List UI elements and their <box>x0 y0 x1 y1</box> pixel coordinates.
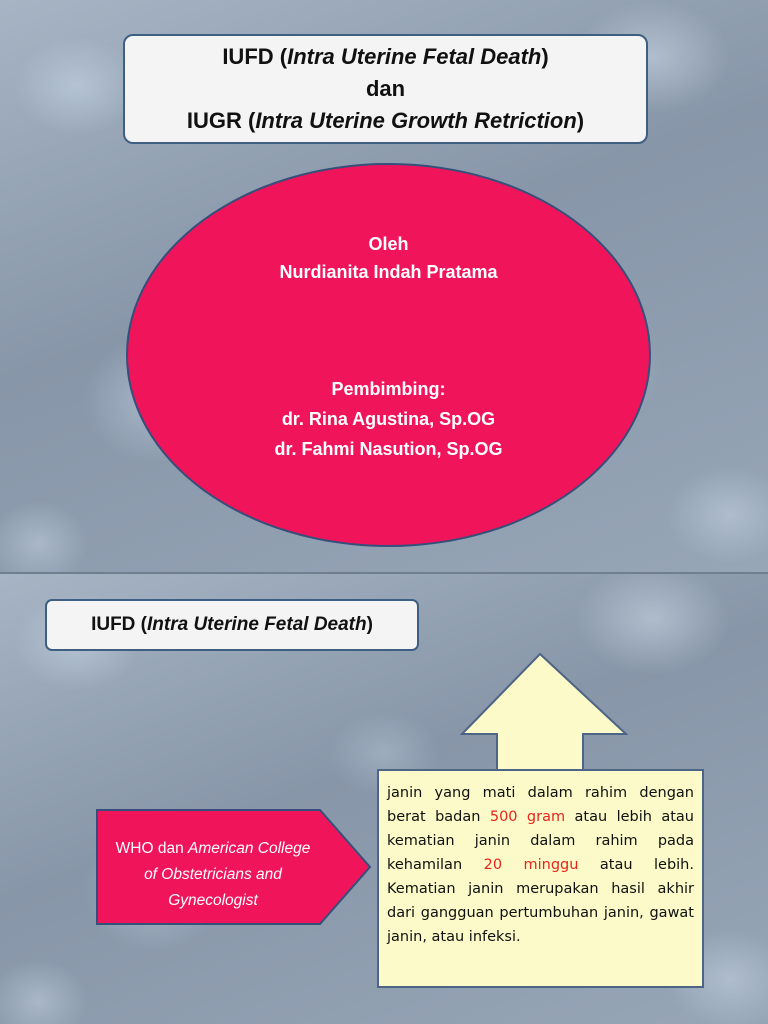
up-arrow-shape <box>460 652 628 777</box>
oleh-label: Oleh <box>368 234 409 254</box>
highlight-weeks: 20 minggu <box>483 857 579 873</box>
definition-text: janin yang mati dalam rahim dengan berat… <box>387 785 694 945</box>
iufd-heading-box: IUFD (Intra Uterine Fetal Death) <box>45 599 419 651</box>
highlight-weight: 500 gram <box>489 809 566 825</box>
title-line-1: IUFD (Intra Uterine Fetal Death) <box>222 44 549 69</box>
title-line-2: dan <box>365 76 406 101</box>
title-box: IUFD (Intra Uterine Fetal Death) dan IUG… <box>123 34 648 144</box>
author-name: Nurdianita Indah Pratama <box>279 262 498 282</box>
slide-divider <box>0 572 768 574</box>
title-line-3: IUGR (Intra Uterine Growth Retriction) <box>186 108 585 133</box>
advisor-1: dr. Rina Agustina, Sp.OG <box>281 409 496 429</box>
pembimbing-label: Pembimbing: <box>331 379 446 399</box>
definition-box: janin yang mati dalam rahim dengan berat… <box>377 769 704 988</box>
source-text: WHO dan American College of Obstetrician… <box>115 840 311 909</box>
advisor-2: dr. Fahmi Nasution, Sp.OG <box>274 439 503 459</box>
author-ellipse <box>126 163 651 547</box>
source-arrow-shape <box>96 809 372 925</box>
